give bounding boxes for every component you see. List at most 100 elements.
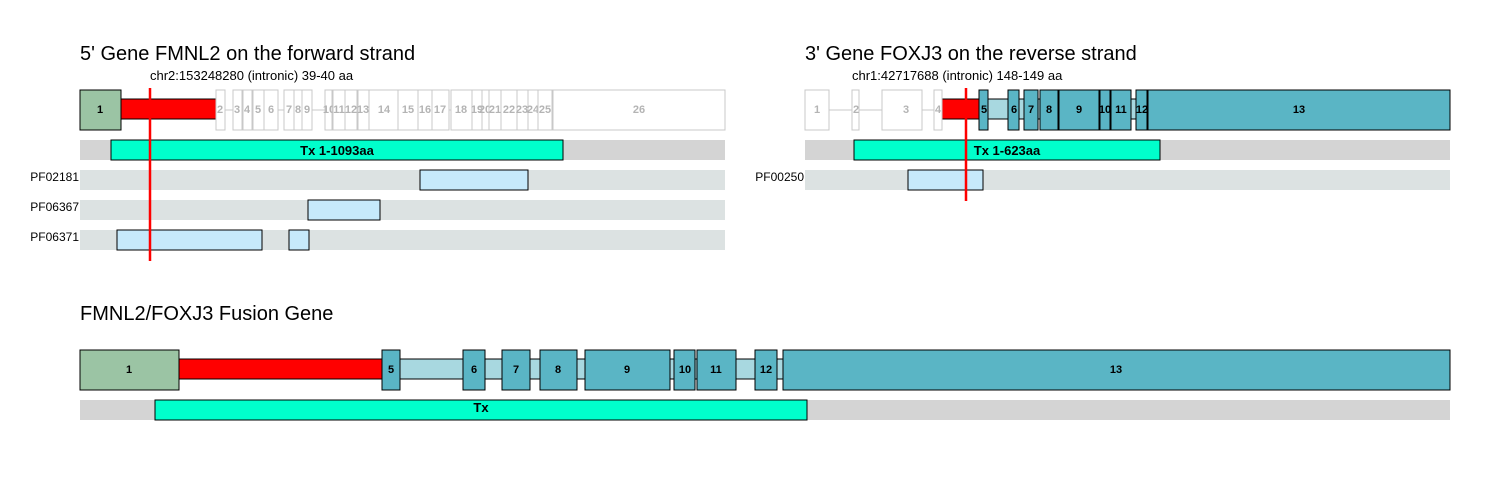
gene5-exon-17-label: 17 [434,104,446,116]
gene5-title: 5' Gene FMNL2 on the forward strand [80,43,415,65]
gene5-breakpoint-label: chr2:153248280 (intronic) 39-40 aa [150,68,354,83]
gene3-exon-5 [978,89,989,131]
gene5-exon-12 [344,89,358,131]
gene5-domain-1-track [80,170,725,190]
gene3-exon-9 [1058,89,1100,131]
gene5-exon-11-label: 11 [333,104,345,116]
fusion-title: FMNL2/FOXJ3 Fusion Gene [80,303,333,325]
gene5-domain-3-block-a [116,229,263,251]
gene5-domain-3-block-b [288,229,310,251]
fusion-exon-7-label: 7 [513,364,519,376]
gene3-title: 3' Gene FOXJ3 on the reverse strand [805,43,1137,65]
gene5-exon-10 [324,89,333,131]
gene5-exon-14-label: 14 [378,104,391,116]
gene3-exon-2 [851,89,860,131]
gene3-tx-label: Tx 1-623aa [974,143,1041,158]
gene3-domain-1-block [907,169,984,191]
gene5-exon-9-label: 9 [304,104,310,116]
gene5-exon-1 [79,89,122,131]
gene3-exon-10 [1099,89,1111,131]
gene5-exon-3 [232,89,243,131]
gene3-exon-6 [1007,89,1020,131]
gene3-exon-4 [933,89,943,131]
gene3-exon-3 [881,89,923,131]
gene5-exon-25 [537,89,553,131]
gene5-exon-12-label: 12 [345,104,357,116]
fusion-exon-12 [754,349,778,391]
gene3-exon-3-label: 3 [903,104,909,116]
gene3-exon-10-label: 10 [1099,104,1111,116]
gene5-exon-6-label: 6 [268,104,274,116]
gene3-exon-8 [1039,89,1059,131]
fusion-exon-12-label: 12 [760,364,772,376]
fusion-exon-8 [539,349,578,391]
fusion-retained-region [178,358,383,380]
gene5-exon-25-label: 25 [539,104,551,116]
gene5-exon-20-label: 20 [479,104,491,116]
fusion-exon-9 [584,349,671,391]
gene5-exon-22-label: 22 [503,104,515,116]
gene5-exon-26-label: 26 [633,104,645,116]
fusion-exon-8-label: 8 [555,364,561,376]
gene5-exon-16-label: 16 [419,104,431,116]
gene3-exon-8-label: 8 [1046,104,1052,116]
gene3-exon-9-label: 9 [1076,104,1082,116]
fusion-tx-bar [154,399,808,421]
gene3-exon-6-label: 6 [1011,104,1017,116]
gene5-domain-2-label: PF06367 [30,200,79,214]
gene5-domain-3-label: PF06371 [30,230,79,244]
gene5-exon-track: 1 2 3 4 5 6 7 8 9 10 11 12 13 14 15 16 1… [79,89,726,131]
fusion-exon-6 [462,349,486,391]
fusion-exon-7 [501,349,531,391]
fusion-exon-9-label: 9 [624,364,630,376]
gene3-exon-1-label: 1 [814,104,820,116]
gene3-exon-track: 1 2 3 4 5 6 7 8 9 10 11 12 13 [804,89,1451,131]
gene5-domain-2-track [80,200,725,220]
gene3-tx-bar [853,139,1161,161]
gene5-tx-bar [110,139,564,161]
gene5-exon-7-label: 7 [286,104,292,116]
gene3-exon-11-label: 11 [1115,104,1127,116]
fusion-exon-13 [782,349,1451,391]
gene3-exon-13 [1147,89,1451,131]
fusion-exon-10 [673,349,696,391]
gene3-exon-7 [1023,89,1039,131]
gene5-exon-2 [215,89,226,131]
gene5-exon-14 [368,89,399,131]
gene5-exon-15-label: 15 [402,104,414,116]
gene3-exon-12-label: 12 [1136,104,1148,116]
gene3-domain-1-track [805,170,1450,190]
gene3-exon-7-label: 7 [1028,104,1034,116]
gene3-exon-12 [1135,89,1148,131]
gene3-exon-1 [804,89,830,131]
gene5-exon-17 [431,89,450,131]
fusion-exon-track: 1 5 6 7 8 9 10 11 12 13 [79,349,1451,391]
gene5-exon-6 [263,89,279,131]
gene5-exon-9 [301,89,313,131]
gene5-exon-1-label: 1 [97,104,103,116]
gene5-exon-4-label: 4 [244,104,251,116]
fusion-exon-5-label: 5 [388,364,394,376]
gene3-retained-region [941,98,980,120]
gene5-exon-3-label: 3 [234,104,240,116]
gene5-exon-10-label: 10 [323,104,335,116]
gene3-exon-11 [1110,89,1132,131]
fusion-exon-5 [381,349,401,391]
gene5-exon-5-label: 5 [255,104,261,116]
gene5-exon-23-label: 23 [516,104,528,116]
gene5-tx-label: Tx 1-1093aa [300,143,374,158]
gene5-domain-2-block [307,199,381,221]
fusion-exon-6-label: 6 [471,364,477,376]
fusion-exon-11 [696,349,737,391]
gene3-breakpoint-label: chr1:42717688 (intronic) 148-149 aa [852,68,1063,83]
gene5-domain-1-label: PF02181 [30,170,79,184]
gene5-exon-24-label: 24 [527,104,540,116]
fusion-exon-10-label: 10 [679,364,691,376]
fusion-tx-label: Tx [473,400,489,415]
gene5-retained-region [120,98,217,120]
gene3-exon-5-label: 5 [981,104,987,116]
gene5-domain-1-block [419,169,529,191]
gene5-exon-4 [242,89,253,131]
fusion-exon-1 [79,349,180,391]
